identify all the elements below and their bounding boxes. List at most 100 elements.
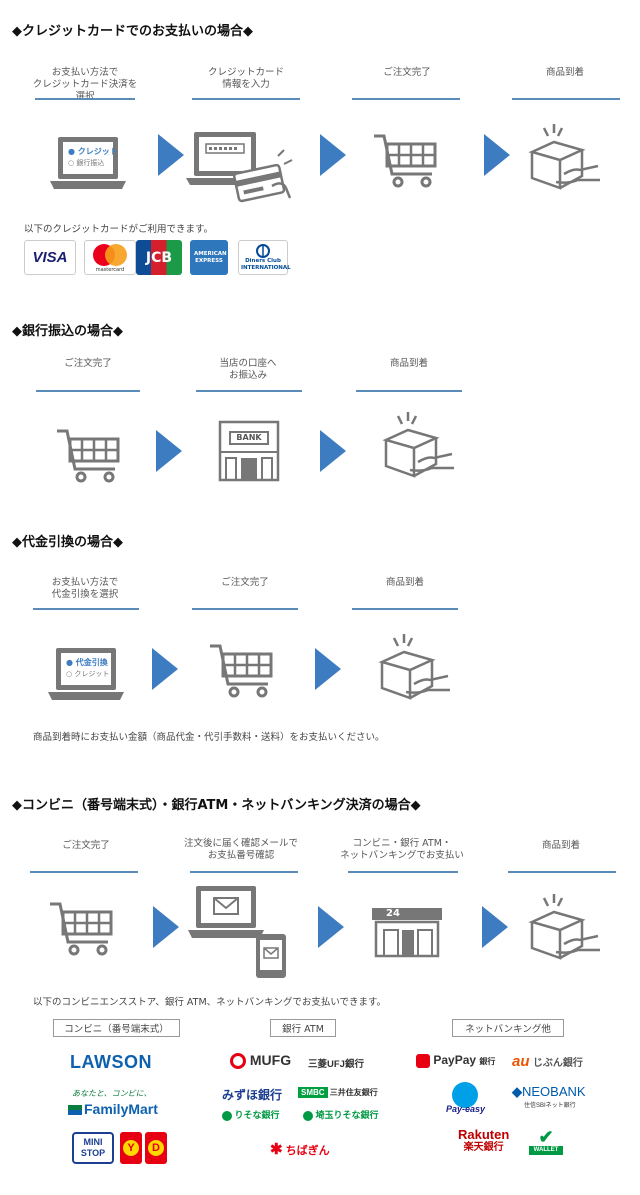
credit-step4-label: 商品到着 [545,67,584,78]
cod-step3-label: 商品到着 [385,577,424,588]
arrow-right-icon [156,430,182,472]
mufg-logo: MUFG [230,1052,291,1070]
radio-selected-icon: ● [68,147,75,156]
store-sign: 24 [386,908,400,919]
arrow-right-icon [482,906,508,948]
paypay-bank-logo: PayPay 銀行 [416,1053,495,1068]
cod-step1-underline [33,608,139,610]
cod-step3-underline [352,608,458,610]
cart-icon [48,898,118,958]
paypay-icon [416,1053,430,1068]
cod-radio-selected: 代金引換 [75,658,108,667]
neobank-icon: ◆ [512,1084,522,1099]
cod-step1-label: お支払い方法で 代金引換を選択 [51,577,119,600]
category-netbanking: ネットバンキング他 [452,1019,564,1037]
wallet-logo: ✔ WALLET [529,1128,563,1158]
radio-empty-icon: ○ [68,159,75,167]
cod-section-title: ◆代金引換の場合◆ [12,535,123,550]
cod-note: 商品到着時にお支払い金額（商品代金・代引手数料・送料）をお支払いください。 [33,732,385,743]
credit-radio-selected: クレジット [77,147,118,156]
mastercard-logo: mastercard [84,240,136,275]
cod-radio-other: クレジット [74,670,110,678]
arrow-right-icon [484,134,510,176]
neobank-subname: 住信SBIネット銀行 [524,1103,576,1109]
diners-circle-icon [256,243,270,258]
arrow-right-icon [158,134,184,176]
arrow-right-icon [320,134,346,176]
konbini-step1-underline [30,871,138,873]
konbini-step2-underline [190,871,298,873]
familymart-tagline: あなたと、コンビに、 [72,1089,152,1098]
mizuho-logo: みずほ銀行 [222,1088,283,1102]
credit-step3-label: ご注文完了 [383,67,431,78]
mufg-bank-name: 三菱UFJ銀行 [308,1059,364,1070]
credit-step2-underline [192,98,300,100]
jcb-logo: JCB [136,240,182,275]
mastercard-circles-icon [93,243,127,266]
au-jibun-bank-logo: au じぶん銀行 [512,1053,583,1070]
konbini-step3-label: コンビニ・銀行 ATM・ ネットバンキングでお支払い [340,838,464,861]
cart-icon [372,130,442,190]
resona-logo: りそな銀行 [222,1108,280,1121]
credit-cards-note: 以下のクレジットカードがご利用できます。 [24,224,214,235]
bank-step2-label: 当店の口座へ お振込み [219,358,277,381]
rakuten-bank-logo: Rakuten 楽天銀行 [458,1127,510,1153]
konbini-step4-underline [508,871,616,873]
konbini-step1-label: ご注文完了 [62,840,110,851]
familymart-stripe-icon [68,1105,82,1116]
laptop-phone-mail-icon [188,884,288,980]
bank-step1-label: ご注文完了 [64,358,112,369]
laptop-icon: ● クレジット ○ 銀行振込 [48,133,128,193]
credit-step1-underline [35,98,135,100]
cart-icon [55,425,125,485]
konbini-step3-underline [348,871,458,873]
bank-step3-underline [356,390,462,392]
payeasy-logo: Pay-easy [444,1082,490,1118]
category-bank-atm: 銀行 ATM [270,1019,336,1037]
arrow-right-icon [318,906,344,948]
radio-selected-icon: ● [66,658,73,667]
bank-building-icon: BANK [216,418,282,484]
yamazaki-logo: Y [120,1132,142,1164]
arrow-right-icon [320,430,346,472]
bank-sign: BANK [236,433,262,442]
convenience-store-icon: 24 [370,906,444,958]
diners-logo: Diners Club INTERNATIONAL [238,240,291,275]
credit-step4-underline [512,98,620,100]
laptop-icon: ● 代金引換 ○ クレジット [46,644,126,704]
konbini-note: 以下のコンビニエンスストア、銀行 ATM、ネットバンキングでお支払いできます。 [33,997,387,1008]
resona-icon [222,1110,232,1121]
chibagin-logo: ✱ ちばぎん [270,1141,330,1158]
neobank-logo: ◆NEOBANK [512,1084,586,1099]
bank-step3-label: 商品到着 [389,358,428,369]
saitama-resona-logo: 埼玉りそな銀行 [303,1108,379,1121]
konbini-step2-label: 注文後に届く確認メールで お支払番号確認 [183,838,298,861]
konbini-section-title: ◆コンビニ（番号端末式）・銀行ATM・ネットバンキング決済の場合◆ [12,798,421,813]
daily-yamazaki-logo: D [145,1132,167,1164]
arrow-right-icon [152,648,178,690]
visa-logo: VISA [24,240,76,275]
laptop-card-icon [186,128,296,208]
arrow-right-icon [153,906,179,948]
wallet-check-icon: ✔ [538,1127,554,1147]
bank-section-title: ◆銀行振込の場合◆ [12,324,123,339]
lawson-logo: LAWSON [70,1052,152,1072]
amex-logo: AMERICAN EXPRESS [190,240,228,275]
cod-step2-underline [192,608,298,610]
radio-empty-icon: ○ [66,670,73,678]
bank-step2-underline [196,390,302,392]
mufg-circles-icon [230,1053,246,1070]
konbini-step4-label: 商品到着 [541,840,580,851]
familymart-logo: FamilyMart [68,1101,158,1117]
package-delivery-icon [374,632,454,702]
payeasy-icon [452,1082,478,1108]
bank-step1-underline [36,390,140,392]
credit-step3-underline [352,98,460,100]
saitama-resona-icon [303,1110,313,1121]
category-konbini: コンビニ（番号端末式） [53,1019,180,1037]
package-delivery-icon [378,410,458,480]
credit-section-title: ◆クレジットカードでのお支払いの場合◆ [12,24,253,39]
package-delivery-icon [524,122,604,192]
credit-step1-label: お支払い方法で クレジットカード決済を選択 [32,67,138,102]
arrow-right-icon [315,648,341,690]
